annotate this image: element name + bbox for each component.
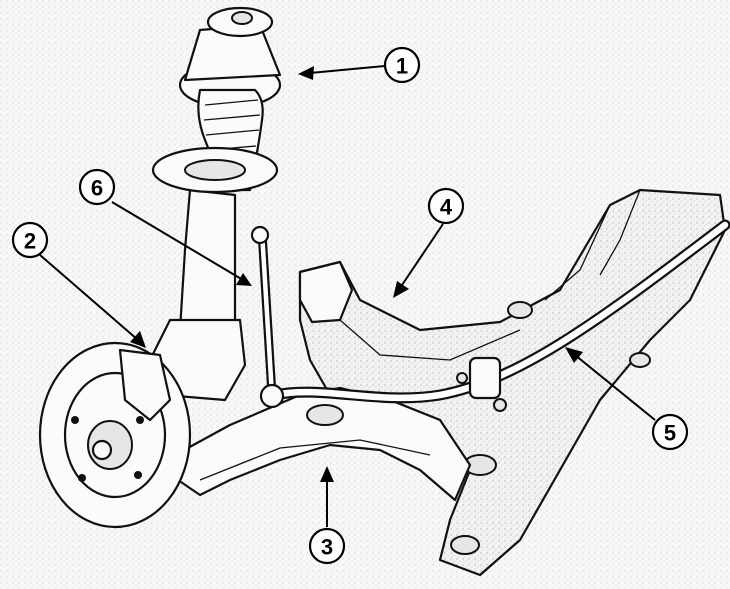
stabilizer-link [250,225,285,409]
callout-2-label: 2 [24,229,36,254]
stabilizer-bar [269,219,730,412]
leader-lines [39,65,656,527]
callout-5-label: 5 [664,421,676,446]
callout-6: 6 [78,168,116,206]
brake-disc-hub [38,341,192,529]
callout-4-label: 4 [440,195,453,220]
strut-assembly-top [151,6,282,194]
callout-3-label: 3 [321,535,333,560]
callout-6-label: 6 [91,176,103,201]
callout-4: 4 [427,187,465,225]
callout-3: 3 [308,527,346,565]
callout-1-label: 1 [396,54,408,79]
callout-1: 1 [383,46,421,84]
callout-5: 5 [651,413,689,451]
callout-2: 2 [11,221,49,259]
